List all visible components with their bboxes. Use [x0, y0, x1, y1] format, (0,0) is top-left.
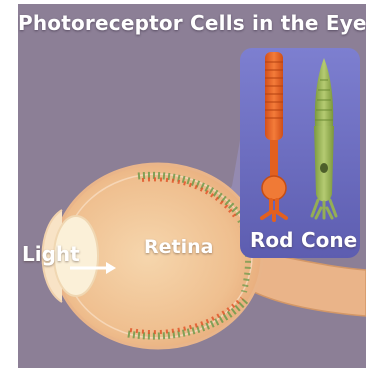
rod-cell-illustration [262, 52, 286, 220]
diagram-title: Photoreceptor Cells in the Eye [18, 11, 366, 35]
photoreceptor-inset [240, 48, 360, 258]
optic-nerve [250, 252, 366, 316]
diagram-canvas: Photoreceptor Cells in the Eye Light Ret… [18, 4, 366, 368]
eye-diagram [18, 4, 366, 368]
label-cone: Cone [301, 228, 357, 252]
label-retina: Retina [144, 236, 213, 258]
label-light: Light [22, 242, 80, 266]
label-rod: Rod [250, 228, 293, 252]
